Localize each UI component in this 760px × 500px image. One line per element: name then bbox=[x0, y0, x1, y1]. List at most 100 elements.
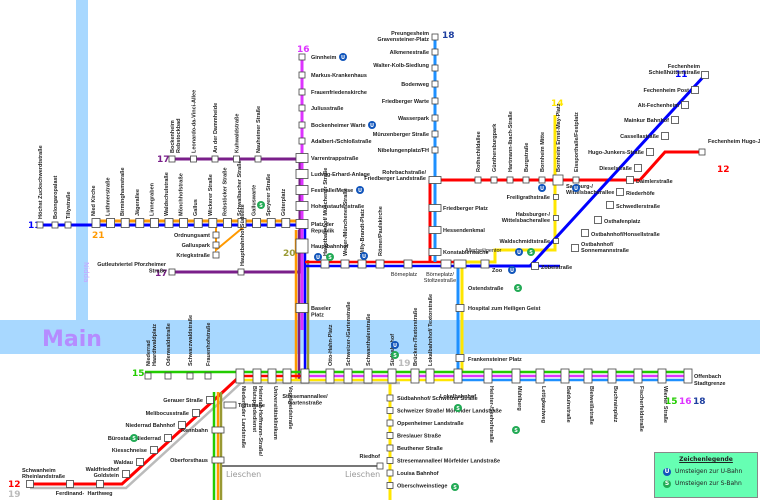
station-stop[interactable] bbox=[455, 304, 465, 312]
station-stop[interactable] bbox=[626, 176, 634, 184]
station-stop[interactable] bbox=[295, 201, 309, 211]
station-stop[interactable] bbox=[178, 421, 186, 429]
station-stop[interactable] bbox=[440, 259, 452, 269]
station-stop[interactable] bbox=[91, 218, 101, 228]
station-stop[interactable] bbox=[295, 303, 309, 313]
station-stop[interactable] bbox=[698, 148, 706, 156]
station-stop[interactable] bbox=[254, 155, 262, 163]
station-stop[interactable] bbox=[691, 86, 699, 94]
station-stop[interactable] bbox=[453, 259, 467, 269]
station-stop[interactable] bbox=[281, 218, 291, 228]
station-stop[interactable] bbox=[657, 368, 667, 384]
station-stop[interactable] bbox=[136, 458, 144, 466]
station-stop[interactable] bbox=[386, 482, 394, 489]
station-stop[interactable] bbox=[428, 204, 442, 212]
station-stop[interactable] bbox=[295, 238, 309, 254]
station-stop[interactable] bbox=[607, 368, 617, 384]
station-stop[interactable] bbox=[211, 155, 219, 163]
station-stop[interactable] bbox=[583, 368, 593, 384]
station-stop[interactable] bbox=[572, 176, 580, 184]
station-stop[interactable] bbox=[204, 372, 212, 380]
station-stop[interactable] bbox=[511, 368, 521, 384]
station-stop[interactable] bbox=[193, 218, 203, 228]
station-stop[interactable] bbox=[190, 155, 197, 163]
station-stop[interactable] bbox=[553, 238, 559, 244]
station-stop[interactable] bbox=[295, 185, 309, 195]
station-stop[interactable] bbox=[431, 130, 439, 138]
station-stop[interactable] bbox=[164, 434, 172, 442]
station-stop[interactable] bbox=[186, 372, 194, 380]
station-stop[interactable] bbox=[212, 241, 220, 249]
station-stop[interactable] bbox=[506, 176, 514, 184]
station-stop[interactable] bbox=[431, 33, 439, 41]
station-stop[interactable] bbox=[431, 97, 439, 105]
station-stop[interactable] bbox=[295, 169, 309, 179]
station-stop[interactable] bbox=[168, 155, 176, 163]
station-stop[interactable] bbox=[538, 176, 546, 184]
station-stop[interactable] bbox=[386, 419, 394, 427]
station-stop[interactable] bbox=[431, 64, 439, 72]
station-stop[interactable] bbox=[237, 268, 245, 276]
station-stop[interactable] bbox=[386, 444, 394, 452]
station-stop[interactable] bbox=[616, 188, 624, 196]
station-stop[interactable] bbox=[343, 368, 353, 384]
station-stop[interactable] bbox=[634, 164, 642, 172]
station-stop[interactable] bbox=[222, 218, 232, 228]
station-stop[interactable] bbox=[237, 218, 247, 228]
station-stop[interactable] bbox=[36, 221, 44, 229]
station-stop[interactable] bbox=[298, 88, 306, 96]
station-stop[interactable] bbox=[425, 368, 435, 384]
station-stop[interactable] bbox=[480, 259, 490, 269]
station-stop[interactable] bbox=[455, 354, 465, 362]
station-stop[interactable] bbox=[428, 176, 442, 184]
station-stop[interactable] bbox=[553, 194, 559, 200]
station-stop[interactable] bbox=[671, 116, 679, 124]
station-stop[interactable] bbox=[164, 372, 172, 380]
station-stop[interactable] bbox=[120, 218, 130, 228]
station-stop[interactable] bbox=[386, 457, 394, 464]
station-stop[interactable] bbox=[295, 219, 309, 229]
station-stop[interactable] bbox=[535, 368, 545, 384]
station-stop[interactable] bbox=[701, 71, 709, 79]
station-stop[interactable] bbox=[211, 426, 225, 434]
station-stop[interactable] bbox=[168, 268, 176, 276]
station-stop[interactable] bbox=[428, 248, 442, 256]
station-stop[interactable] bbox=[298, 71, 306, 79]
station-stop[interactable] bbox=[298, 104, 306, 112]
station-stop[interactable] bbox=[211, 456, 225, 464]
station-stop[interactable] bbox=[581, 229, 589, 237]
station-stop[interactable] bbox=[386, 394, 394, 402]
station-stop[interactable] bbox=[295, 153, 309, 163]
station-stop[interactable] bbox=[26, 480, 34, 488]
station-stop[interactable] bbox=[164, 218, 174, 228]
station-stop[interactable] bbox=[594, 216, 602, 224]
station-stop[interactable] bbox=[681, 101, 689, 109]
station-stop[interactable] bbox=[560, 368, 570, 384]
station-stop[interactable] bbox=[212, 231, 220, 239]
station-stop[interactable] bbox=[633, 368, 643, 384]
station-stop[interactable] bbox=[298, 53, 306, 61]
station-stop[interactable] bbox=[252, 368, 262, 384]
station-stop[interactable] bbox=[266, 218, 276, 228]
station-stop[interactable] bbox=[66, 480, 74, 488]
station-stop[interactable] bbox=[474, 176, 482, 184]
station-stop[interactable] bbox=[144, 372, 152, 380]
station-stop[interactable] bbox=[208, 218, 218, 228]
station-stop[interactable] bbox=[363, 368, 373, 384]
station-stop[interactable] bbox=[531, 262, 539, 270]
station-stop[interactable] bbox=[431, 80, 439, 88]
station-stop[interactable] bbox=[282, 368, 292, 384]
station-stop[interactable] bbox=[522, 176, 530, 184]
station-stop[interactable] bbox=[267, 368, 277, 384]
station-stop[interactable] bbox=[410, 368, 420, 384]
station-stop[interactable] bbox=[431, 114, 439, 122]
station-stop[interactable] bbox=[233, 155, 240, 163]
station-stop[interactable] bbox=[298, 121, 306, 129]
station-stop[interactable] bbox=[106, 218, 115, 228]
station-stop[interactable] bbox=[192, 409, 200, 417]
station-stop[interactable] bbox=[431, 48, 439, 56]
station-stop[interactable] bbox=[375, 259, 385, 269]
station-stop[interactable] bbox=[661, 132, 669, 140]
station-stop[interactable] bbox=[387, 368, 397, 384]
station-stop[interactable] bbox=[320, 259, 330, 269]
